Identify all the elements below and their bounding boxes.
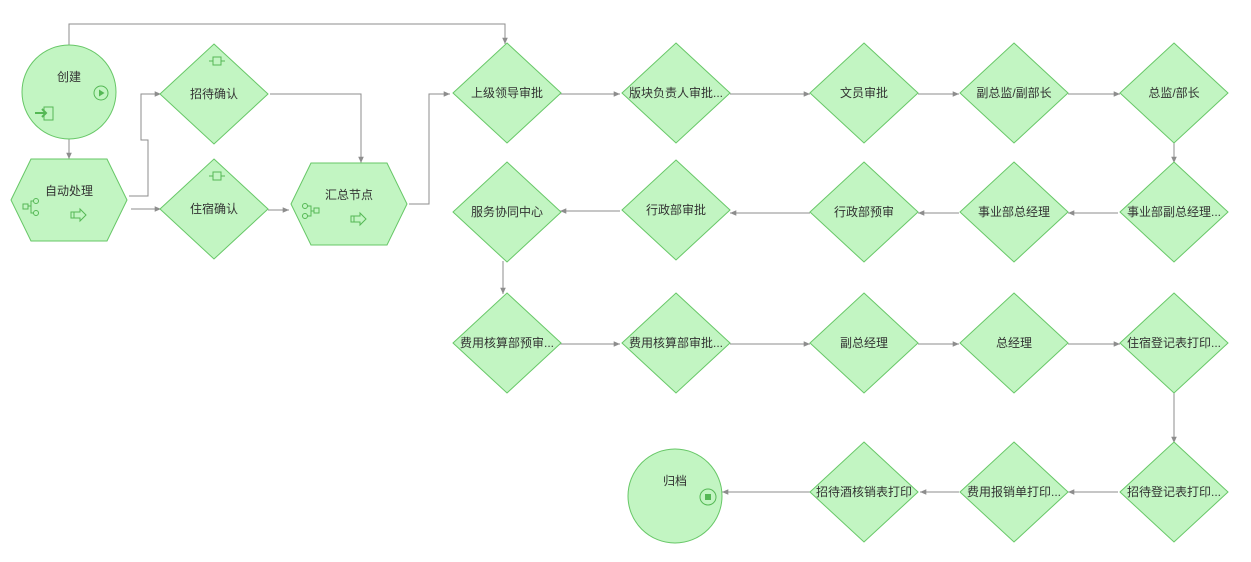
circle-shape	[627, 448, 723, 544]
edge-zdqr-hz[interactable]	[270, 93, 364, 163]
diamond-shape	[1119, 42, 1229, 144]
node-label: 招待酒核销表打印	[816, 485, 912, 499]
merge-icon	[302, 203, 320, 219]
node-label: 行政部预审	[834, 204, 894, 219]
node-label: 创建	[57, 70, 81, 84]
diamond-shape	[1119, 441, 1229, 543]
node-zdjh[interactable]: 招待酒核销表打印	[809, 441, 919, 543]
node-sjld[interactable]: 上级领导审批	[452, 42, 562, 144]
nodes: 创建自动处理招待确认住宿确认汇总节点上级领导审批版块负责人审批...文员审批副总…	[10, 42, 1229, 544]
node-label: 归档	[663, 474, 687, 488]
node-end[interactable]: 归档	[627, 448, 723, 544]
node-fwxt[interactable]: 服务协同中心	[452, 161, 562, 263]
node-label: 副总经理	[840, 336, 888, 350]
subprocess-icon	[209, 171, 225, 181]
diamond-shape	[959, 441, 1069, 543]
node-label: 自动处理	[45, 184, 93, 198]
node-label: 招待登记表打印...	[1127, 484, 1221, 499]
node-label: 住宿登记表打印...	[1127, 335, 1221, 350]
diamond-shape	[452, 292, 562, 394]
node-fyys[interactable]: 费用核算部预审...	[452, 292, 562, 394]
node-label: 副总监/副部长	[976, 85, 1051, 100]
node-zdqr[interactable]: 招待确认	[159, 43, 269, 145]
node-zddj[interactable]: 招待登记表打印...	[1119, 441, 1229, 543]
node-label: 总监/部长	[1148, 85, 1199, 100]
node-label: 汇总节点	[325, 188, 373, 202]
diamond-shape	[1119, 292, 1229, 394]
diamond-shape	[159, 158, 269, 260]
node-zj[interactable]: 总监/部长	[1119, 42, 1229, 144]
node-label: 费用报销单打印...	[967, 484, 1061, 499]
node-label: 事业部总经理	[978, 204, 1050, 219]
node-label: 服务协同中心	[471, 204, 543, 219]
diamond-shape	[809, 161, 919, 263]
connectors	[66, 23, 1177, 495]
node-fysp[interactable]: 费用核算部审批...	[621, 292, 731, 394]
diamond-shape	[959, 42, 1069, 144]
diamond-shape	[159, 43, 269, 145]
diamond-shape	[621, 292, 731, 394]
diamond-shape	[621, 159, 731, 261]
node-bkfzr[interactable]: 版块负责人审批...	[621, 42, 731, 144]
node-label: 版块负责人审批...	[629, 85, 723, 100]
node-fzjl[interactable]: 副总经理	[809, 292, 919, 394]
diamond-shape	[621, 42, 731, 144]
node-xzbys[interactable]: 行政部预审	[809, 161, 919, 263]
node-fzj[interactable]: 副总监/副部长	[959, 42, 1069, 144]
node-label: 费用核算部审批...	[629, 335, 723, 350]
node-auto[interactable]: 自动处理	[10, 158, 128, 242]
edge-hz-sjld[interactable]	[409, 91, 450, 205]
node-zsqr[interactable]: 住宿确认	[159, 158, 269, 260]
node-label: 上级领导审批	[471, 85, 543, 100]
node-sybfz[interactable]: 事业部副总经理...	[1119, 161, 1229, 263]
subprocess-icon	[209, 56, 225, 66]
node-label: 事业部副总经理...	[1127, 204, 1221, 219]
diamond-shape	[452, 42, 562, 144]
node-xzbsp[interactable]: 行政部审批	[621, 159, 731, 261]
node-label: 费用核算部预审...	[460, 335, 554, 350]
arrow-right-icon	[70, 207, 87, 223]
node-start[interactable]: 创建	[21, 44, 117, 140]
diamond-shape	[809, 441, 919, 543]
arrow-right-icon	[350, 211, 367, 227]
node-zsdj[interactable]: 住宿登记表打印...	[1119, 292, 1229, 394]
diamond-shape	[809, 42, 919, 144]
node-zjl[interactable]: 总经理	[959, 292, 1069, 394]
branch-icon	[22, 198, 39, 216]
node-label: 总经理	[996, 336, 1032, 350]
node-fybx[interactable]: 费用报销单打印...	[959, 441, 1069, 543]
hexagon-shape	[10, 158, 128, 242]
stop-icon	[699, 488, 717, 506]
diamond-shape	[959, 292, 1069, 394]
node-hz[interactable]: 汇总节点	[290, 162, 408, 246]
diamond-shape	[959, 161, 1069, 263]
edge-start-sjld[interactable]	[68, 23, 508, 45]
node-sybz[interactable]: 事业部总经理	[959, 161, 1069, 263]
diamond-shape	[452, 161, 562, 263]
hexagon-shape	[290, 162, 408, 246]
diamond-shape	[1119, 161, 1229, 263]
edge-auto-zdqr[interactable]	[129, 91, 161, 197]
node-label: 住宿确认	[190, 201, 238, 216]
node-label: 文员审批	[840, 85, 888, 100]
diamond-shape	[809, 292, 919, 394]
play-icon	[93, 85, 109, 101]
circle-shape	[21, 44, 117, 140]
enter-icon	[35, 106, 54, 121]
node-label: 行政部审批	[646, 202, 706, 217]
node-wy[interactable]: 文员审批	[809, 42, 919, 144]
node-label: 招待确认	[190, 87, 238, 101]
